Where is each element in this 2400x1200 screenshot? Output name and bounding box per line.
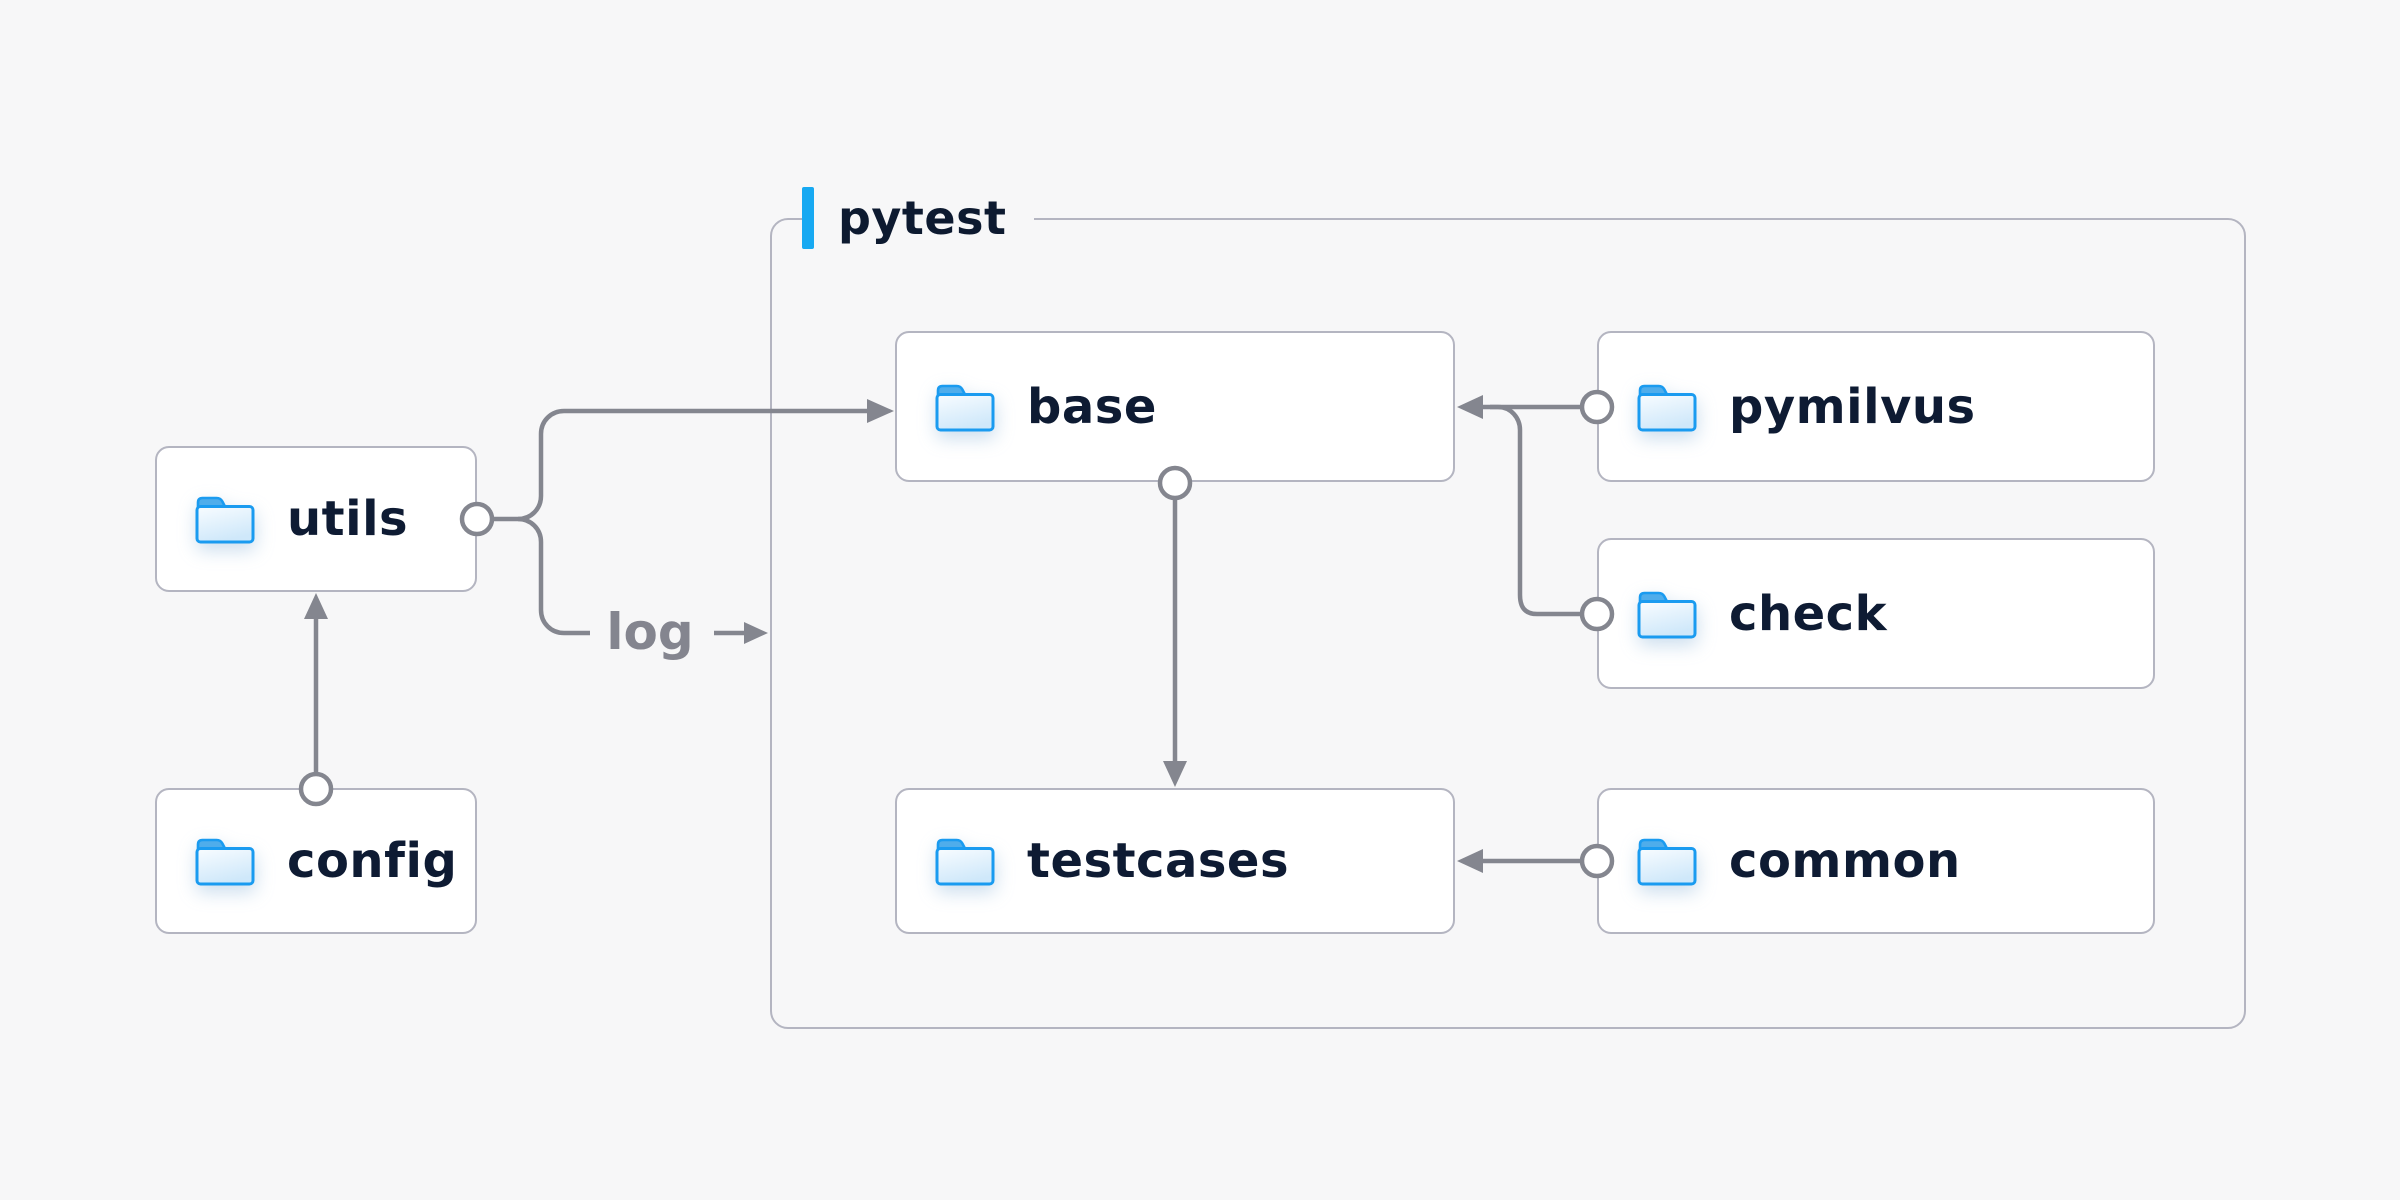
folder-icon (1635, 587, 1699, 641)
node-label-testcases: testcases (1027, 833, 1290, 889)
pytest-container (770, 218, 2246, 1029)
folder-icon (933, 380, 997, 434)
node-base: base (895, 331, 1455, 482)
arrowhead-log-into-container (744, 622, 768, 644)
node-label-utils: utils (287, 491, 409, 547)
node-check: check (1597, 538, 2155, 689)
node-label-check: check (1729, 585, 1888, 642)
node-pymilvus: pymilvus (1597, 331, 2155, 482)
folder-icon (1635, 834, 1699, 888)
node-config: config (155, 788, 477, 934)
node-label-config: config (287, 833, 458, 889)
folder-icon (933, 834, 997, 888)
folder-icon (193, 834, 257, 888)
arrowhead-into-utils-bottom (304, 593, 328, 619)
node-testcases: testcases (895, 788, 1455, 934)
node-label-pymilvus: pymilvus (1729, 378, 1976, 435)
folder-icon (1635, 380, 1699, 434)
pytest-label-text: pytest (838, 191, 1007, 245)
node-label-common: common (1729, 833, 1961, 889)
pytest-container-label: pytest (802, 183, 1035, 253)
edge-config-utils (304, 593, 328, 773)
edge-label-log: log (606, 603, 694, 661)
folder-icon (193, 492, 257, 546)
accent-bar (802, 187, 814, 249)
node-label-base: base (1027, 378, 1157, 435)
node-utils: utils (155, 446, 477, 592)
node-common: common (1597, 788, 2155, 934)
